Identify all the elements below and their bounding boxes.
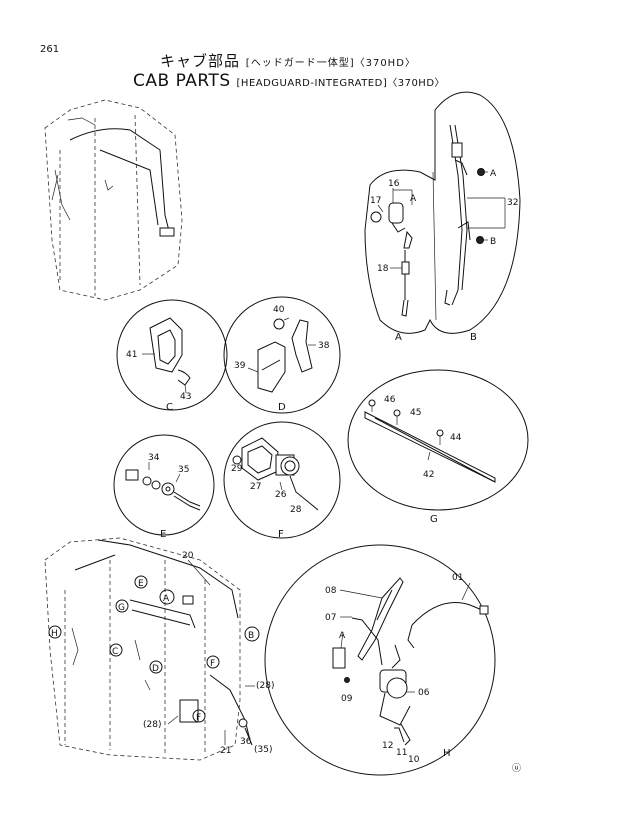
detail-e-caption: E	[160, 529, 166, 540]
page-number: 261	[40, 44, 60, 55]
part-29: 29	[231, 464, 243, 474]
detail-f-circle	[223, 421, 341, 539]
part-07: 07	[325, 613, 336, 623]
callout-f2-letter: F	[196, 713, 201, 723]
title-jp-sub: [ヘッドガード一体型]〈370HD〉	[245, 58, 416, 69]
title-english: CAB PARTS [HEADGUARD-INTEGRATED]〈370HD〉	[133, 71, 445, 91]
part-35-paren: (35)	[254, 745, 272, 755]
part-35: 35	[178, 465, 189, 475]
part-41: 41	[126, 350, 137, 360]
inline-a-07: A	[339, 631, 346, 641]
part-20: 20	[182, 551, 194, 561]
part-44: 44	[450, 433, 462, 443]
part-39: 39	[234, 361, 246, 371]
part-18: 18	[377, 264, 389, 274]
callout-b-letter: B	[248, 631, 254, 641]
callout-f-circle	[206, 655, 220, 669]
part-08: 08	[325, 586, 337, 596]
title-jp-main: キャブ部品	[160, 52, 241, 70]
callout-d-circle	[149, 660, 163, 674]
part-28-paren: (28)	[256, 681, 274, 691]
detail-b-caption: B	[470, 332, 477, 343]
callout-c-letter: C	[112, 647, 118, 657]
detail-h-caption: H	[443, 748, 451, 759]
inline-b-32: B	[490, 237, 496, 247]
part-46: 46	[384, 395, 396, 405]
detail-f-caption: F	[278, 529, 284, 540]
part-38: 38	[318, 341, 330, 351]
detail-d-caption: D	[278, 402, 286, 413]
detail-e-circle	[113, 434, 215, 536]
inline-a-32: A	[490, 169, 497, 179]
part-11: 11	[396, 748, 407, 758]
part-40: 40	[273, 305, 285, 315]
callout-circles	[48, 575, 260, 723]
detail-a-caption: A	[395, 332, 402, 343]
part-27: 27	[250, 482, 261, 492]
detail-g-oval	[347, 369, 529, 511]
callout-g-letter: G	[118, 603, 125, 613]
part-21: 21	[220, 746, 231, 756]
part-28: 28	[290, 505, 302, 515]
callout-d-letter: D	[152, 664, 159, 674]
part-28-paren-2: (28)	[143, 720, 161, 730]
detail-c-circle	[116, 299, 228, 411]
title-en-sub: [HEADGUARD-INTEGRATED]〈370HD〉	[236, 78, 446, 89]
detail-ab-oval	[364, 91, 521, 334]
cab-frame-top	[44, 99, 183, 301]
callout-e-letter: E	[138, 579, 144, 589]
callout-g-circle	[115, 599, 129, 613]
part-32: 32	[507, 198, 518, 208]
title-en-main: CAB PARTS	[133, 71, 231, 91]
corner-mark: ⓤ	[512, 763, 521, 774]
callout-f2-circle	[192, 709, 206, 723]
part-36: 36	[240, 737, 252, 747]
callout-b-circle	[244, 626, 260, 642]
part-16: 16	[388, 179, 400, 189]
callout-a-circle	[159, 589, 175, 605]
part-43: 43	[180, 392, 191, 402]
detail-g-caption: G	[430, 514, 438, 525]
callout-h-letter: H	[51, 629, 58, 639]
part-06: 06	[418, 688, 430, 698]
callout-f-letter: F	[210, 659, 215, 669]
part-12: 12	[382, 741, 393, 751]
part-01: 01	[452, 573, 463, 583]
inline-a-16: A	[410, 194, 417, 204]
callout-h-circle	[48, 625, 62, 639]
part-17: 17	[370, 196, 381, 206]
detail-c-caption: C	[166, 402, 173, 413]
callout-c-circle	[109, 643, 123, 657]
callout-a-letter: A	[163, 594, 170, 604]
title-japanese: キャブ部品 [ヘッドガード一体型]〈370HD〉	[160, 50, 416, 71]
part-09: 09	[341, 694, 353, 704]
part-26: 26	[275, 490, 287, 500]
detail-h-circle	[264, 544, 496, 776]
part-45: 45	[410, 408, 421, 418]
part-34: 34	[148, 453, 160, 463]
part-42: 42	[423, 470, 434, 480]
part-10: 10	[408, 755, 420, 765]
detail-d-circle	[223, 296, 341, 414]
callout-e-circle	[134, 575, 148, 589]
